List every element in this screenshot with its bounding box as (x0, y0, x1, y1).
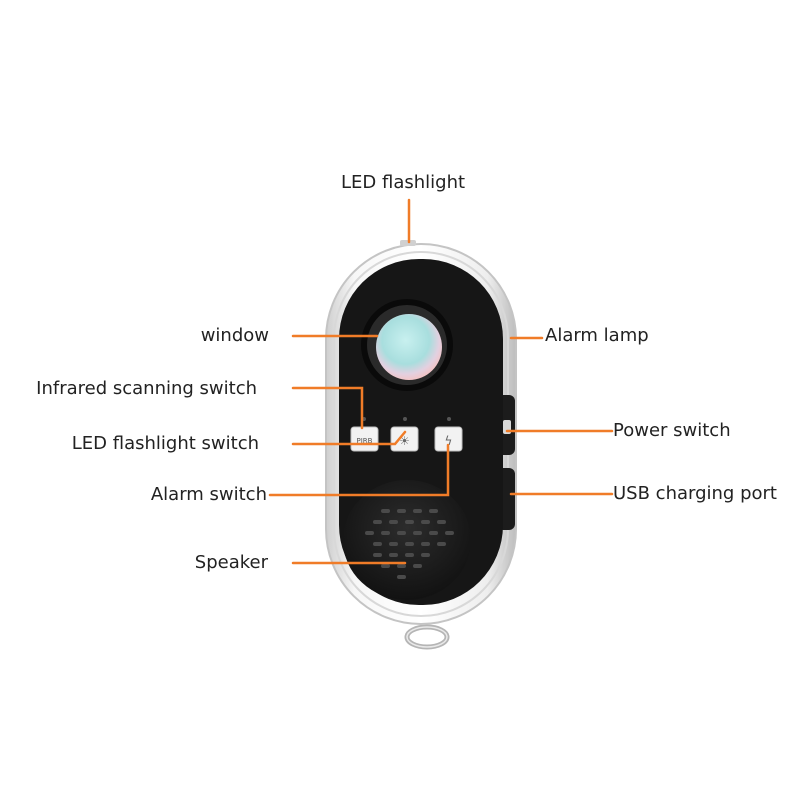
svg-text:PIRB: PIRB (357, 437, 373, 445)
alarm-button: ϟ (434, 426, 463, 452)
flashlight-button: ☀ (390, 426, 419, 452)
label-usb-charging-port: USB charging port (613, 483, 777, 504)
label-led-flashlight-switch: LED flashlight switch (71, 433, 259, 454)
leader-lines (268, 198, 614, 565)
label-alarm-switch: Alarm switch (150, 484, 267, 505)
label-speaker: Speaker (194, 552, 268, 573)
speaker-area (343, 480, 471, 600)
leader-alarm-switch (268, 443, 450, 497)
keyring-icon (404, 624, 450, 650)
leader-infrared-switch (291, 386, 364, 430)
lens-icon (361, 299, 453, 391)
label-window: window (200, 325, 269, 346)
svg-text:ϟ: ϟ (445, 434, 453, 448)
led-flashlight-nub (400, 240, 416, 246)
infrared-scan-button: PIRB (350, 426, 379, 452)
label-infrared-scanning-switch: Infrared scanning switch (36, 378, 257, 399)
label-led-flashlight: LED flashlight (341, 172, 466, 193)
speaker-grille-icon (365, 509, 454, 579)
label-power-switch: Power switch (613, 420, 731, 441)
svg-text:☀: ☀ (399, 434, 410, 448)
label-alarm-lamp: Alarm lamp (545, 325, 649, 346)
leader-led-switch (291, 430, 407, 446)
